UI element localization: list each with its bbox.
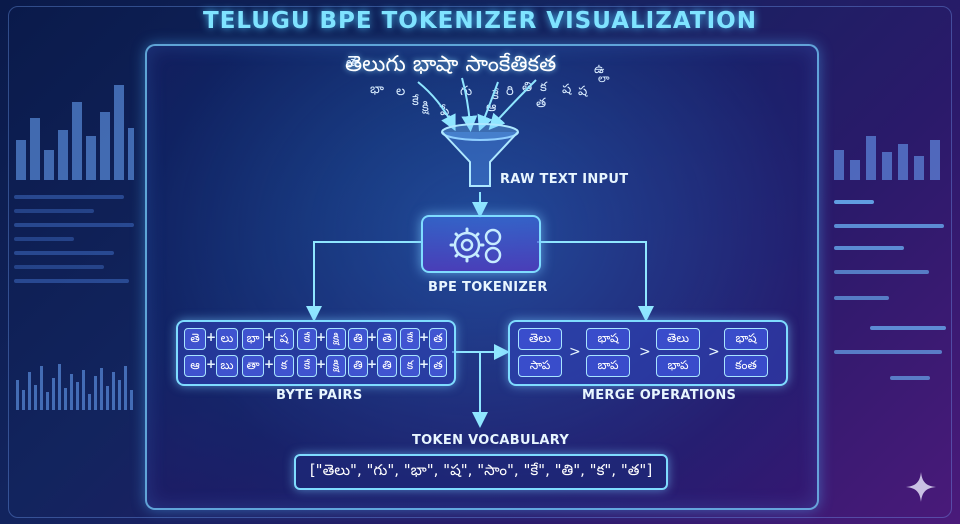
merge-token-chip: కంత [724, 355, 768, 377]
page-title: TELUGU BPE TOKENIZER VISUALIZATION [203, 8, 757, 34]
funnel-icon [441, 123, 519, 187]
byte-chip: భా [242, 328, 264, 350]
byte-chip: క్షి [326, 328, 346, 350]
byte-chip: క్షి [326, 355, 346, 377]
right-lines-decoration [830, 200, 950, 400]
plus-sign: + [367, 330, 378, 344]
merge-separator: > [639, 344, 652, 360]
byte-chip: తె [377, 328, 397, 350]
byte-chip: లు [216, 328, 238, 350]
input-telugu-text: తెలుగు భాషా సాంకేతికత [345, 52, 557, 77]
byte-chip: త [429, 328, 447, 350]
token-vocabulary-label: TOKEN VOCABULARY [412, 433, 570, 448]
scattered-glyph: తి [522, 80, 533, 95]
byte-chip: తి [377, 355, 397, 377]
plus-sign: + [264, 330, 275, 344]
plus-sign: + [367, 357, 378, 371]
byte-chip: కే [297, 355, 317, 377]
byte-chip: ష [274, 328, 294, 350]
plus-sign: + [264, 357, 275, 371]
gears-icon [449, 227, 502, 264]
byte-pairs-label: BYTE PAIRS [276, 388, 363, 403]
scattered-glyph: త [536, 96, 547, 111]
plus-sign: + [419, 330, 430, 344]
merge-separator: > [708, 344, 721, 360]
byte-chip: తె [184, 328, 206, 350]
merge-token-chip: సాప [518, 355, 562, 377]
byte-chip: తి [348, 328, 368, 350]
scattered-glyph: లా [598, 72, 610, 85]
sparkle-icon [906, 472, 936, 502]
scattered-glyph: క్షి [422, 100, 429, 115]
plus-sign: + [419, 357, 430, 371]
byte-chip: క [274, 355, 294, 377]
scattered-glyph: తె [346, 54, 357, 70]
merge-token-chip: భాష [724, 328, 768, 350]
byte-chip: తి [348, 355, 368, 377]
byte-chip: ఆ [184, 355, 206, 377]
left-bar-chart-decoration [14, 80, 134, 180]
merge-operations-label: MERGE OPERATIONS [582, 388, 737, 403]
bpe-tokenizer-box [421, 215, 541, 273]
byte-chip: కే [297, 328, 317, 350]
left-bottom-bars-decoration [14, 360, 139, 410]
merge-token-chip: తెలు [518, 328, 562, 350]
scattered-glyph: ల [396, 84, 406, 99]
left-lines-decoration [14, 195, 139, 335]
byte-chip: బు [216, 355, 238, 377]
scattered-glyph: భా [370, 82, 384, 97]
scattered-glyph: ష [562, 82, 572, 97]
token-vocabulary-list: ["తెలు", "గు", "భా", "ష", "సాం", "కే", "… [294, 454, 668, 490]
scattered-glyph: కే [492, 88, 499, 103]
raw-text-input-label: RAW TEXT INPUT [500, 172, 629, 187]
byte-chip: తా [242, 355, 264, 377]
merge-token-chip: భాష [586, 328, 630, 350]
plus-sign: + [206, 357, 217, 371]
merge-token-chip: బాప [586, 355, 630, 377]
right-bar-chart-decoration [826, 120, 946, 180]
plus-sign: + [206, 330, 217, 344]
plus-sign: + [316, 330, 327, 344]
scattered-glyph: కే [412, 94, 419, 109]
byte-chip: కే [400, 328, 420, 350]
outer-frame [8, 6, 952, 518]
scattered-glyph: ష [578, 84, 588, 99]
scattered-glyph: క [540, 80, 547, 95]
bpe-tokenizer-label: BPE TOKENIZER [428, 280, 548, 295]
plus-sign: + [316, 357, 327, 371]
merge-token-chip: తెలు [656, 328, 700, 350]
byte-chip: క [400, 355, 420, 377]
scattered-glyph: రి [506, 84, 514, 99]
scattered-glyph: ఆ [486, 100, 497, 115]
byte-chip: త [429, 355, 447, 377]
merge-separator: > [569, 344, 582, 360]
scattered-glyph: ఉ [594, 62, 605, 77]
merge-token-chip: భాప [656, 355, 700, 377]
